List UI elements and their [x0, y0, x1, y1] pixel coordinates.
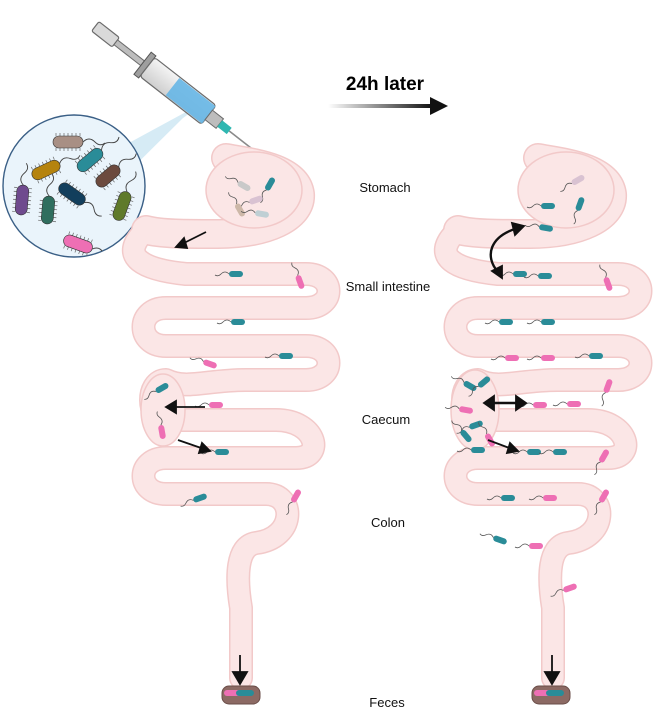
bacterium-icon — [216, 319, 245, 325]
bacterium-icon — [538, 449, 567, 455]
bacterium-icon — [479, 533, 507, 545]
arrow-head — [174, 236, 189, 250]
bacterium-icon — [74, 136, 120, 175]
bacterium-icon — [144, 383, 169, 400]
arrow-stomach-bidirectional-right — [489, 226, 519, 273]
arrow-head — [197, 441, 212, 455]
bacterium-icon — [240, 209, 269, 218]
arrow-head — [515, 394, 528, 412]
bacterium-icon — [468, 376, 491, 397]
bacterium-icon — [573, 197, 585, 225]
label-feces: Feces — [369, 695, 405, 710]
bacterium-icon — [599, 264, 613, 291]
bacterium-icon — [550, 583, 577, 597]
arrow-head — [505, 441, 520, 455]
gut-right — [446, 152, 641, 678]
bacterium-icon — [63, 231, 113, 257]
bacterium-icon — [512, 449, 541, 455]
label-small-intestine: Small intestine — [346, 279, 431, 294]
feces-pellet-left — [221, 685, 261, 705]
arrow-head — [490, 264, 503, 280]
bacterium-icon — [291, 262, 305, 289]
bacterium-icon — [594, 489, 609, 516]
bacterium-icon — [594, 449, 609, 476]
bacterium-icon — [552, 401, 581, 407]
label-stomach: Stomach — [359, 180, 410, 195]
bacterium-icon — [526, 319, 555, 325]
bacterium-icon — [523, 273, 552, 279]
bacterium-icon — [214, 271, 243, 277]
arrow-head — [543, 671, 561, 686]
bacterium-icon — [260, 177, 275, 204]
bacterium-icon — [456, 447, 485, 453]
gut-left — [134, 152, 329, 678]
bacterium-icon — [31, 155, 81, 184]
bacterium-icon — [484, 319, 513, 325]
label-colon: Colon — [371, 515, 405, 530]
bacterium-icon — [286, 489, 301, 516]
bacterium-icon — [526, 355, 555, 361]
bacterium-icon — [444, 405, 473, 414]
label-caecum: Caecum — [362, 412, 410, 427]
stomach-left — [205, 151, 303, 229]
bacterium-icon — [109, 171, 137, 221]
bacterium-icon — [93, 153, 137, 191]
feces-pellet-right — [531, 685, 571, 705]
bacterium-icon — [601, 379, 613, 407]
bacterium-icon — [56, 179, 102, 217]
flow-arrows — [164, 221, 561, 686]
arrow-head — [482, 394, 495, 412]
arrow-caecum-out-left — [177, 439, 205, 450]
bacterium-icon — [526, 203, 555, 209]
time-arrow — [328, 97, 448, 115]
bacterium-icon — [514, 543, 543, 549]
time-arrow-head — [430, 97, 448, 115]
bacteria-inset — [2, 114, 146, 258]
bacterium-icon — [524, 223, 553, 232]
gut-bacteria-group — [144, 175, 613, 597]
arrow-head — [231, 671, 249, 686]
bacterium-icon — [528, 495, 557, 501]
bacterium-icon — [180, 493, 207, 507]
stomach-right — [517, 151, 615, 229]
bacterium-icon — [52, 133, 106, 151]
time-label: 24h later — [346, 74, 425, 95]
bacterium-icon — [189, 357, 217, 369]
bacterium-icon — [574, 353, 603, 359]
bacterium-icon — [224, 176, 251, 191]
bacterium-icon — [156, 411, 166, 439]
time-arrow-shaft — [328, 104, 432, 108]
arrow-head — [510, 221, 526, 237]
bacterium-icon — [228, 192, 245, 217]
bacterium-icon — [560, 175, 585, 192]
bacterium-icon — [264, 353, 293, 359]
bacterium-icon — [11, 162, 33, 216]
bacterium-icon — [490, 355, 519, 361]
inset-bacteria-group — [11, 133, 137, 257]
bacterium-icon — [38, 173, 58, 225]
bacterium-icon — [451, 420, 472, 443]
bacterium-icon — [486, 495, 515, 501]
arrow-head — [164, 399, 177, 415]
caecum-left — [140, 373, 186, 447]
